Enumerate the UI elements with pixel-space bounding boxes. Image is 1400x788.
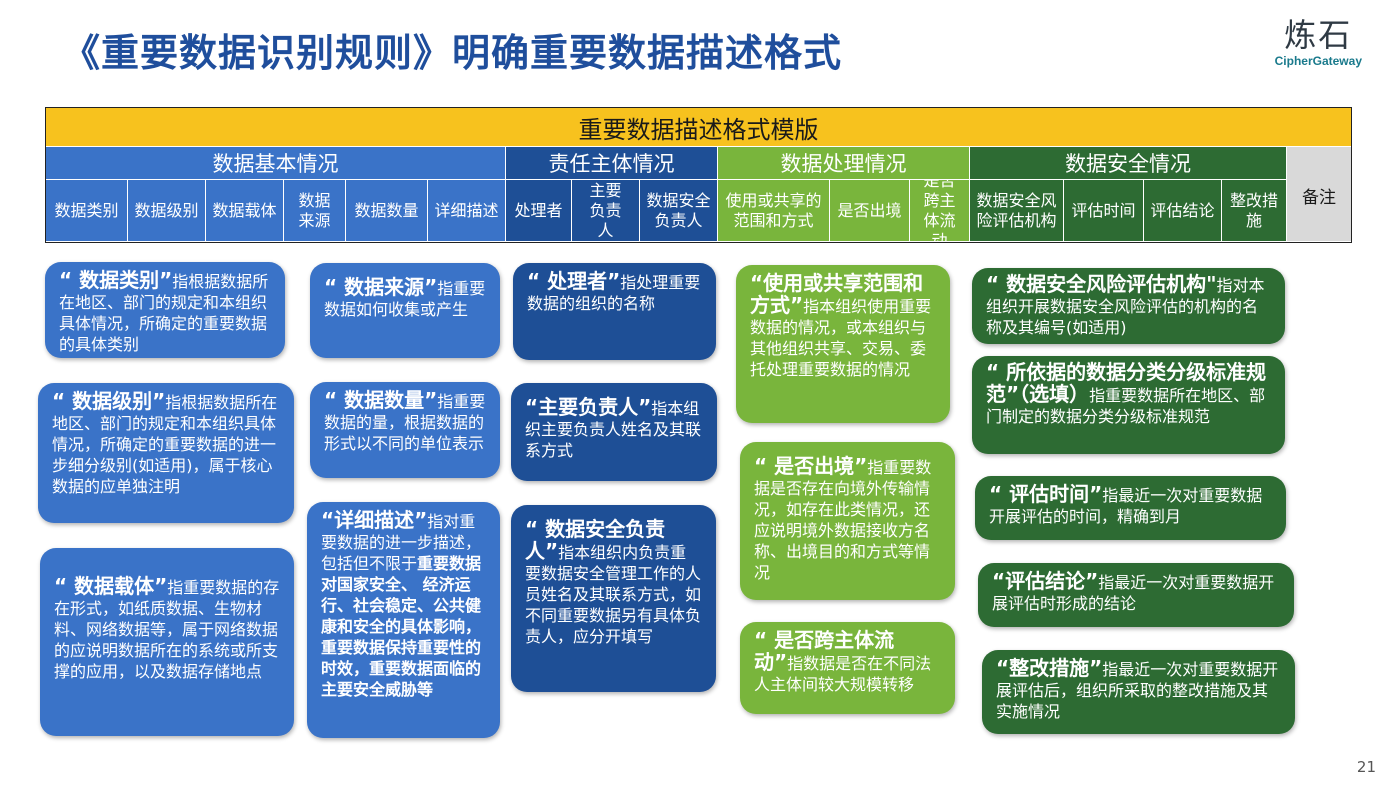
col-remarks: 备注 [1287,147,1351,242]
col-data-category: 数据类别 [46,180,128,242]
box-heading: “主要负责人” [525,395,652,419]
box-heading: “详细描述” [321,508,428,532]
box-classification-standard: “ 所依据的数据分类分级标准规范”（选填）指重要数据所在地区、部门制定的数据分类… [972,356,1285,454]
box-assessment-agency: “ 数据安全风险评估机构"指对本组织开展数据安全风险评估的机构的名称及其编号(如… [972,268,1285,344]
box-text: 指本组织使用重要数据的情况，或本组织与其他组织共享、交易、委托处理重要数据的情况 [750,297,932,379]
box-text: 指重要数据的存在形式，如纸质数据、生物材料、网络数据等，属于网络数据的应说明数据… [54,578,280,681]
col-processor: 处理者 [506,180,572,242]
company-logo: 炼石 CipherGateway [1275,16,1362,68]
logo-subtitle: CipherGateway [1274,54,1362,68]
box-text: 指处理重要数据的组织的名称 [527,273,701,313]
box-use-sharing: “使用或共享范围和方式”指本组织使用重要数据的情况，或本组织与其他组织共享、交易… [736,265,950,423]
box-heading: “评估结论” [992,569,1099,593]
group-responsible: 责任主体情况 [506,147,718,180]
box-heading: “ 数据安全负责人” [525,517,666,563]
box-text: 指最近一次对重要数据开展评估的时间，精确到月 [989,486,1263,526]
col-detailed-description: 详细描述 [428,180,506,242]
col-data-carrier: 数据载体 [206,180,284,242]
box-data-source: “ 数据来源”指重要数据如何收集或产生 [310,263,500,358]
box-cross-entity: “ 是否跨主体流动”指数据是否在不同法人主体间较大规模转移 [740,622,955,714]
box-heading: “ 处理者” [527,269,621,293]
box-data-level: “ 数据级别”指根据数据所在地区、部门的规定和本组织具体情况，所确定的重要数据的… [38,383,294,523]
box-text: 指根据数据所在地区、部门的规定和本组织具体情况，所确定的重要数据的进一步细分级别… [52,393,278,496]
box-rectification: “整改措施”指最近一次对重要数据开展评估后，组织所采取的整改措施及其实施情况 [982,650,1295,734]
box-assessment-conclusion: “评估结论”指最近一次对重要数据开展评估时形成的结论 [978,563,1294,627]
table-header: 重要数据描述格式模版 [46,108,1351,147]
box-heading: “整改措施” [996,656,1103,680]
group-basic: 数据基本情况 [46,147,506,180]
box-text: 指最近一次对重要数据开展评估后，组织所采取的整改措施及其实施情况 [996,660,1279,721]
box-heading: “ 数据来源” [324,275,438,299]
col-data-source: 数据来源 [284,180,346,242]
box-text: 指根据数据所在地区、部门的规定和本组织具体情况，所确定的重要数据的具体类别 [59,272,269,354]
col-security-officer: 数据安全负责人 [640,180,718,242]
box-security-officer: “ 数据安全负责人”指本组织内负责重要数据安全管理工作的人员姓名及其联系方式，如… [511,505,716,692]
col-data-quantity: 数据数量 [346,180,428,242]
box-text: 指对本组织开展数据安全风险评估的机构的名称及其编号(如适用) [986,276,1265,337]
box-data-quantity: “ 数据数量”指重要数据的量，根据数据的形式以不同的单位表示 [310,382,500,478]
col-cross-entity: 是否跨主体流动 [910,180,970,242]
col-cross-border: 是否出境 [830,180,910,242]
box-heading: “ 数据数量” [324,388,438,412]
col-rectification: 整改措施 [1222,180,1287,242]
page-title: 《重要数据识别规则》明确重要数据描述格式 [62,31,843,75]
box-data-carrier: “ 数据载体”指重要数据的存在形式，如纸质数据、生物材料、网络数据等，属于网络数… [40,548,294,736]
format-template-table: 重要数据描述格式模版 数据基本情况 责任主体情况 数据处理情况 数据安全情况 数… [45,107,1352,243]
box-text: 指重要数据如何收集或产生 [324,279,486,319]
box-text: 指对重要数据的进一步描述， 包括但不限于 [321,512,482,573]
box-text: 指数据是否在不同法人主体间较大规模转移 [754,654,932,694]
box-text: 指重要数据所在地区、部门制定的数据分类分级标准规范 [986,386,1266,426]
box-text: 指本组织主要负责人姓名及其联系方式 [525,399,702,460]
col-use-sharing: 使用或共享的范围和方式 [718,180,830,242]
group-processing: 数据处理情况 [718,147,970,180]
box-text: 指重要数据是否存在向境外传输情况，如存在此类情况，还应说明境外数据接收方名称、出… [754,458,932,582]
logo-mark: 炼石 [1284,16,1353,54]
box-heading: “ 数据级别” [52,389,166,413]
col-assessment-time: 评估时间 [1064,180,1144,242]
box-detailed-description: “详细描述”指对重要数据的进一步描述， 包括但不限于重要数据对国家安全、 经济运… [307,502,500,738]
col-data-level: 数据级别 [128,180,206,242]
box-text: 指最近一次对重要数据开展评估时形成的结论 [992,573,1275,613]
box-heading: “ 所依据的数据分类分级标准规范”（选填） [986,360,1267,406]
box-assessment-time: “ 评估时间”指最近一次对重要数据开展评估的时间，精确到月 [975,476,1286,540]
box-processor: “ 处理者”指处理重要数据的组织的名称 [513,263,716,360]
box-heading: “ 是否跨主体流动” [754,628,895,674]
box-heading: “使用或共享范围和方式” [750,271,924,317]
box-principal: “主要负责人”指本组织主要负责人姓名及其联系方式 [511,383,717,481]
box-cross-border: “ 是否出境”指重要数据是否存在向境外传输情况，如存在此类情况，还应说明境外数据… [740,442,955,600]
box-data-category: “ 数据类别”指根据数据所在地区、部门的规定和本组织具体情况，所确定的重要数据的… [45,262,285,358]
box-heading: “ 数据安全风险评估机构" [986,272,1217,296]
box-text-bold: 重要数据对国家安全、 经济运行、社会稳定、公共健康和安全的具体影响，重要数据保持… [321,554,482,699]
col-assessment-agency: 数据安全风险评估机构 [970,180,1064,242]
box-text: 指重要数据的量，根据数据的形式以不同的单位表示 [324,392,486,453]
box-heading: “ 是否出境” [754,454,868,478]
box-heading: “ 数据载体” [54,574,168,598]
group-security: 数据安全情况 [970,147,1287,180]
col-assessment-conclusion: 评估结论 [1144,180,1222,242]
page-number: 21 [1356,758,1376,776]
box-text: 指本组织内负责重要数据安全管理工作的人员姓名及其联系方式，如不同重要数据另有具体… [525,543,702,646]
col-principal: 主要负责人 [572,180,640,242]
box-heading: “ 评估时间” [989,482,1103,506]
box-heading: “ 数据类别” [59,268,173,292]
